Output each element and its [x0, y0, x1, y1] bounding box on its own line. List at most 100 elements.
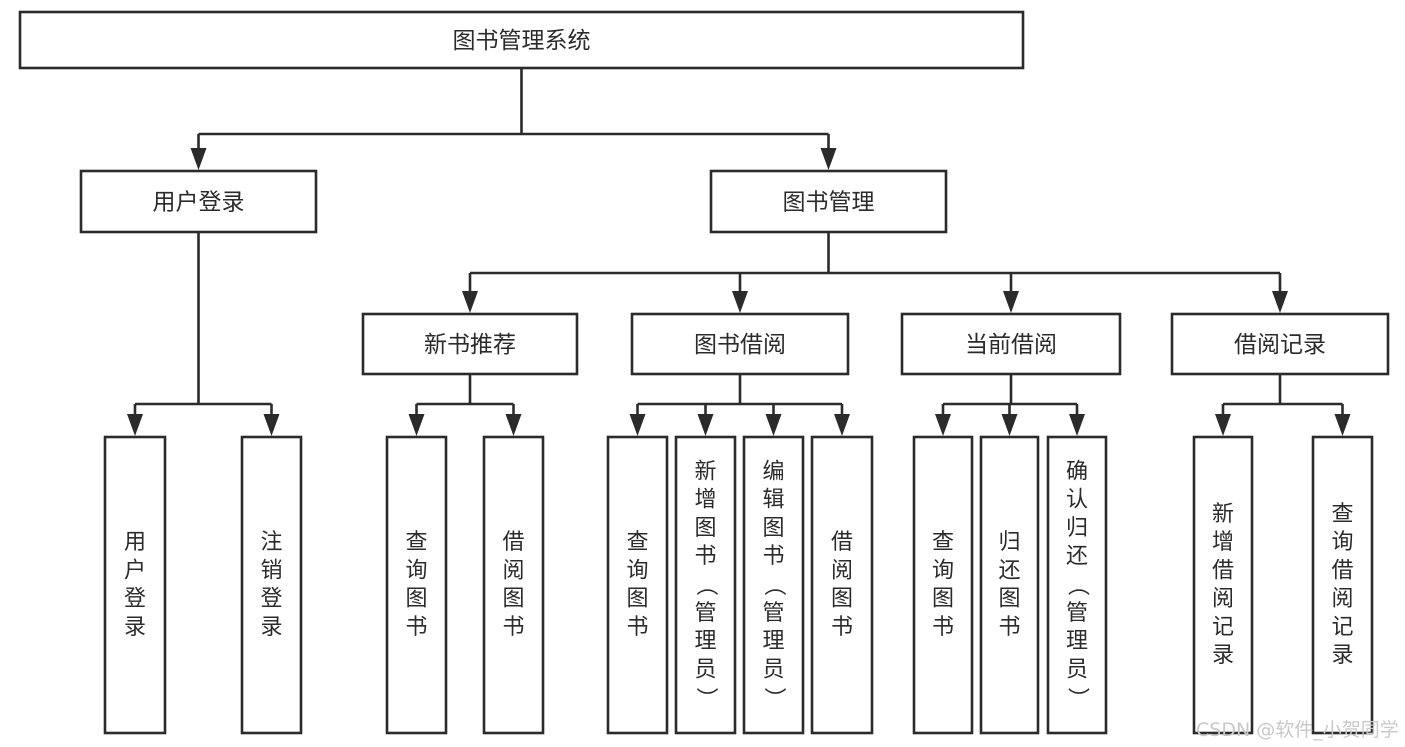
node-label-char: 书 — [502, 615, 524, 640]
node-label-char: 图 — [626, 587, 648, 612]
node-box[interactable] — [18, 10, 1025, 70]
node-box[interactable] — [240, 435, 303, 735]
node-label-char: 注 — [260, 530, 282, 555]
node-box[interactable] — [1170, 312, 1390, 376]
node-box[interactable] — [79, 169, 318, 234]
arrow-head-icon — [765, 414, 782, 436]
arrow-head-icon — [505, 414, 522, 436]
arrow-head-icon — [127, 414, 143, 436]
node-label-char: （ — [1065, 574, 1090, 596]
node-box[interactable] — [482, 435, 545, 735]
node-n-borrow-record[interactable]: 借阅记录 — [1170, 312, 1390, 376]
node-n-book-borrow[interactable]: 图书借阅 — [630, 312, 850, 376]
arrow-head-icon — [1272, 291, 1288, 313]
node-box[interactable] — [385, 435, 448, 735]
connector-group-bus-book-manage — [462, 232, 1288, 313]
node-n-new-book[interactable]: 新书推荐 — [361, 312, 579, 376]
node-box[interactable] — [900, 312, 1122, 376]
node-label-char: 户 — [124, 558, 146, 583]
node-label-char: 询 — [626, 558, 648, 583]
node-label-char: 书 — [762, 544, 784, 569]
node-n-user-login[interactable]: 用户登录 — [79, 169, 318, 234]
node-box[interactable] — [1311, 435, 1374, 735]
node-label-char: ） — [693, 687, 718, 709]
connector-group-bus-user-login — [127, 232, 280, 436]
node-label-char: 查 — [932, 530, 954, 555]
node-label-char: 新 — [694, 459, 716, 484]
node-box[interactable] — [606, 435, 669, 735]
arrow-head-icon — [1003, 291, 1019, 313]
node-label-char: 录 — [260, 615, 282, 640]
node-box[interactable] — [810, 435, 874, 735]
arrow-head-icon — [935, 414, 951, 436]
node-label-char: 图 — [694, 516, 716, 541]
node-label-char: 员 — [694, 657, 716, 682]
arrow-head-icon — [834, 414, 850, 436]
node-label-char: 还 — [1066, 544, 1088, 569]
node-n-book-manage[interactable]: 图书管理 — [709, 169, 948, 234]
node-box[interactable] — [709, 169, 948, 234]
node-l-user-login[interactable]: 用户登录 — [103, 435, 167, 735]
node-box[interactable] — [361, 312, 579, 376]
node-box[interactable] — [912, 435, 974, 735]
node-box[interactable] — [1192, 435, 1254, 735]
node-label-char: 阅 — [831, 558, 853, 583]
node-label-char: 图 — [762, 516, 784, 541]
node-box[interactable] — [674, 435, 737, 735]
node-label-char: 询 — [1331, 530, 1353, 555]
arrow-head-icon — [408, 414, 425, 436]
node-label-char: 登 — [124, 587, 146, 612]
node-label-char: 管 — [694, 601, 716, 626]
node-label-char: （ — [761, 574, 786, 596]
node-label: 借阅记录 — [1234, 332, 1326, 358]
node-label-char: 编 — [762, 459, 784, 484]
arrow-head-icon — [629, 414, 646, 436]
node-label-char: 录 — [124, 615, 146, 640]
node-label-char: 图 — [502, 587, 524, 612]
node-box[interactable] — [742, 435, 805, 735]
arrow-head-icon — [1069, 414, 1085, 436]
node-label-char: 书 — [998, 615, 1020, 640]
node-label-char: 阅 — [1212, 587, 1234, 612]
node-box[interactable] — [979, 435, 1040, 735]
arrow-head-icon — [1001, 414, 1018, 436]
node-label-char: 查 — [626, 530, 648, 555]
node-box[interactable] — [103, 435, 167, 735]
node-label-char: 理 — [762, 629, 784, 654]
node-label: 用户登录 — [153, 190, 245, 216]
arrow-head-icon — [697, 414, 714, 436]
connector-group-bus-new-book — [408, 374, 522, 436]
node-label-char: 归 — [998, 530, 1020, 555]
arrow-head-icon — [190, 148, 207, 170]
node-label-char: ） — [761, 687, 786, 709]
node-label-char: 认 — [1066, 488, 1088, 513]
node-label-char: 借 — [1331, 558, 1353, 583]
node-box[interactable] — [630, 312, 850, 376]
node-label-char: 销 — [260, 558, 282, 583]
arrow-head-icon — [263, 414, 280, 436]
node-label-char: 增 — [1212, 530, 1234, 555]
arrow-head-icon — [820, 148, 837, 170]
node-label-char: 增 — [694, 488, 716, 513]
node-label-char: 还 — [998, 558, 1020, 583]
node-box[interactable] — [1046, 435, 1108, 735]
node-n-current-borrow[interactable]: 当前借阅 — [900, 312, 1122, 376]
node-label-char: ） — [1065, 687, 1090, 709]
node-label-char: 记 — [1331, 615, 1353, 640]
connector-group-bus-current-borrow — [935, 374, 1085, 436]
node-label-char: 辑 — [762, 488, 784, 513]
node-root[interactable]: 图书管理系统 — [18, 10, 1025, 70]
